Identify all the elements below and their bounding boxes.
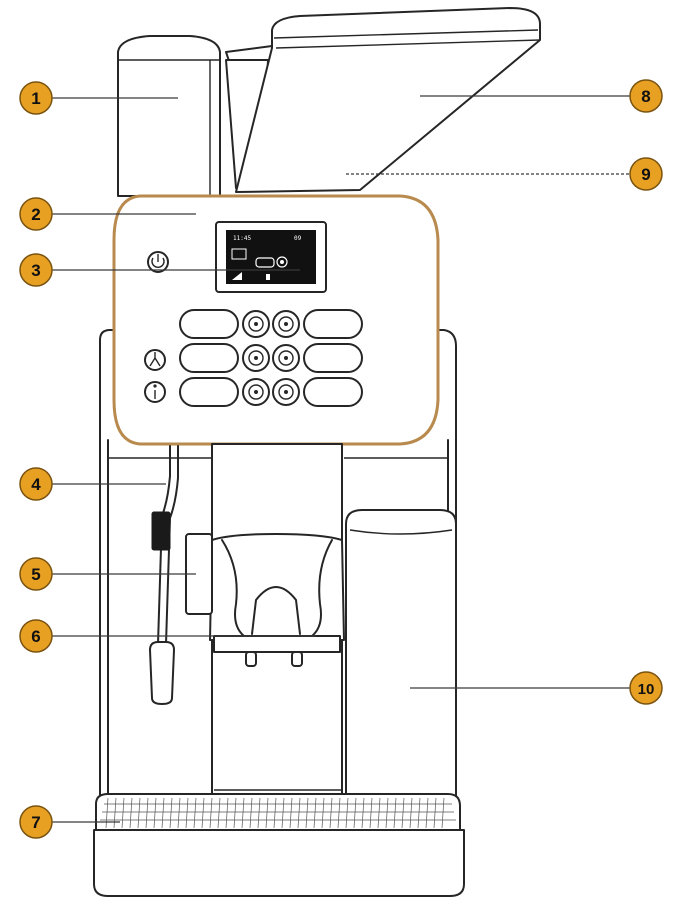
callout-9: 9 — [630, 158, 662, 190]
callout-10: 10 — [630, 672, 662, 704]
callout-2: 2 — [20, 198, 52, 230]
clean-icon[interactable] — [145, 350, 165, 370]
callout-5: 5 — [20, 558, 52, 590]
control-panel: 11:45 09 — [114, 196, 438, 444]
svg-text:10: 10 — [638, 681, 655, 698]
coffee-outlet-column — [210, 444, 344, 800]
svg-text:2: 2 — [31, 205, 40, 224]
milk-container — [346, 510, 456, 804]
svg-text:5: 5 — [31, 565, 40, 584]
product-button[interactable] — [304, 344, 362, 372]
product-button[interactable] — [180, 378, 238, 406]
svg-text:8: 8 — [641, 87, 650, 106]
product-button[interactable] — [304, 310, 362, 338]
drip-tray — [94, 794, 464, 896]
product-button[interactable] — [180, 344, 238, 372]
svg-text:1: 1 — [31, 89, 40, 108]
callout-8: 8 — [630, 80, 662, 112]
callout-6: 6 — [20, 620, 52, 652]
callout-7: 7 — [20, 806, 52, 838]
bean-hopper — [226, 8, 540, 192]
display-screen: 11:45 09 — [216, 222, 326, 292]
product-button[interactable] — [180, 310, 238, 338]
left-tower — [118, 36, 220, 196]
callout-3: 3 — [20, 254, 52, 286]
product-button[interactable] — [304, 378, 362, 406]
svg-text:09: 09 — [294, 235, 302, 242]
svg-text:11:45: 11:45 — [233, 235, 251, 242]
svg-text:6: 6 — [31, 627, 40, 646]
power-icon[interactable] — [148, 252, 168, 272]
callout-1: 1 — [20, 82, 52, 114]
svg-text:3: 3 — [31, 261, 40, 280]
callout-4: 4 — [20, 468, 52, 500]
info-icon[interactable] — [145, 382, 165, 402]
svg-text:4: 4 — [31, 475, 41, 494]
svg-text:7: 7 — [31, 813, 40, 832]
svg-text:9: 9 — [641, 165, 650, 184]
